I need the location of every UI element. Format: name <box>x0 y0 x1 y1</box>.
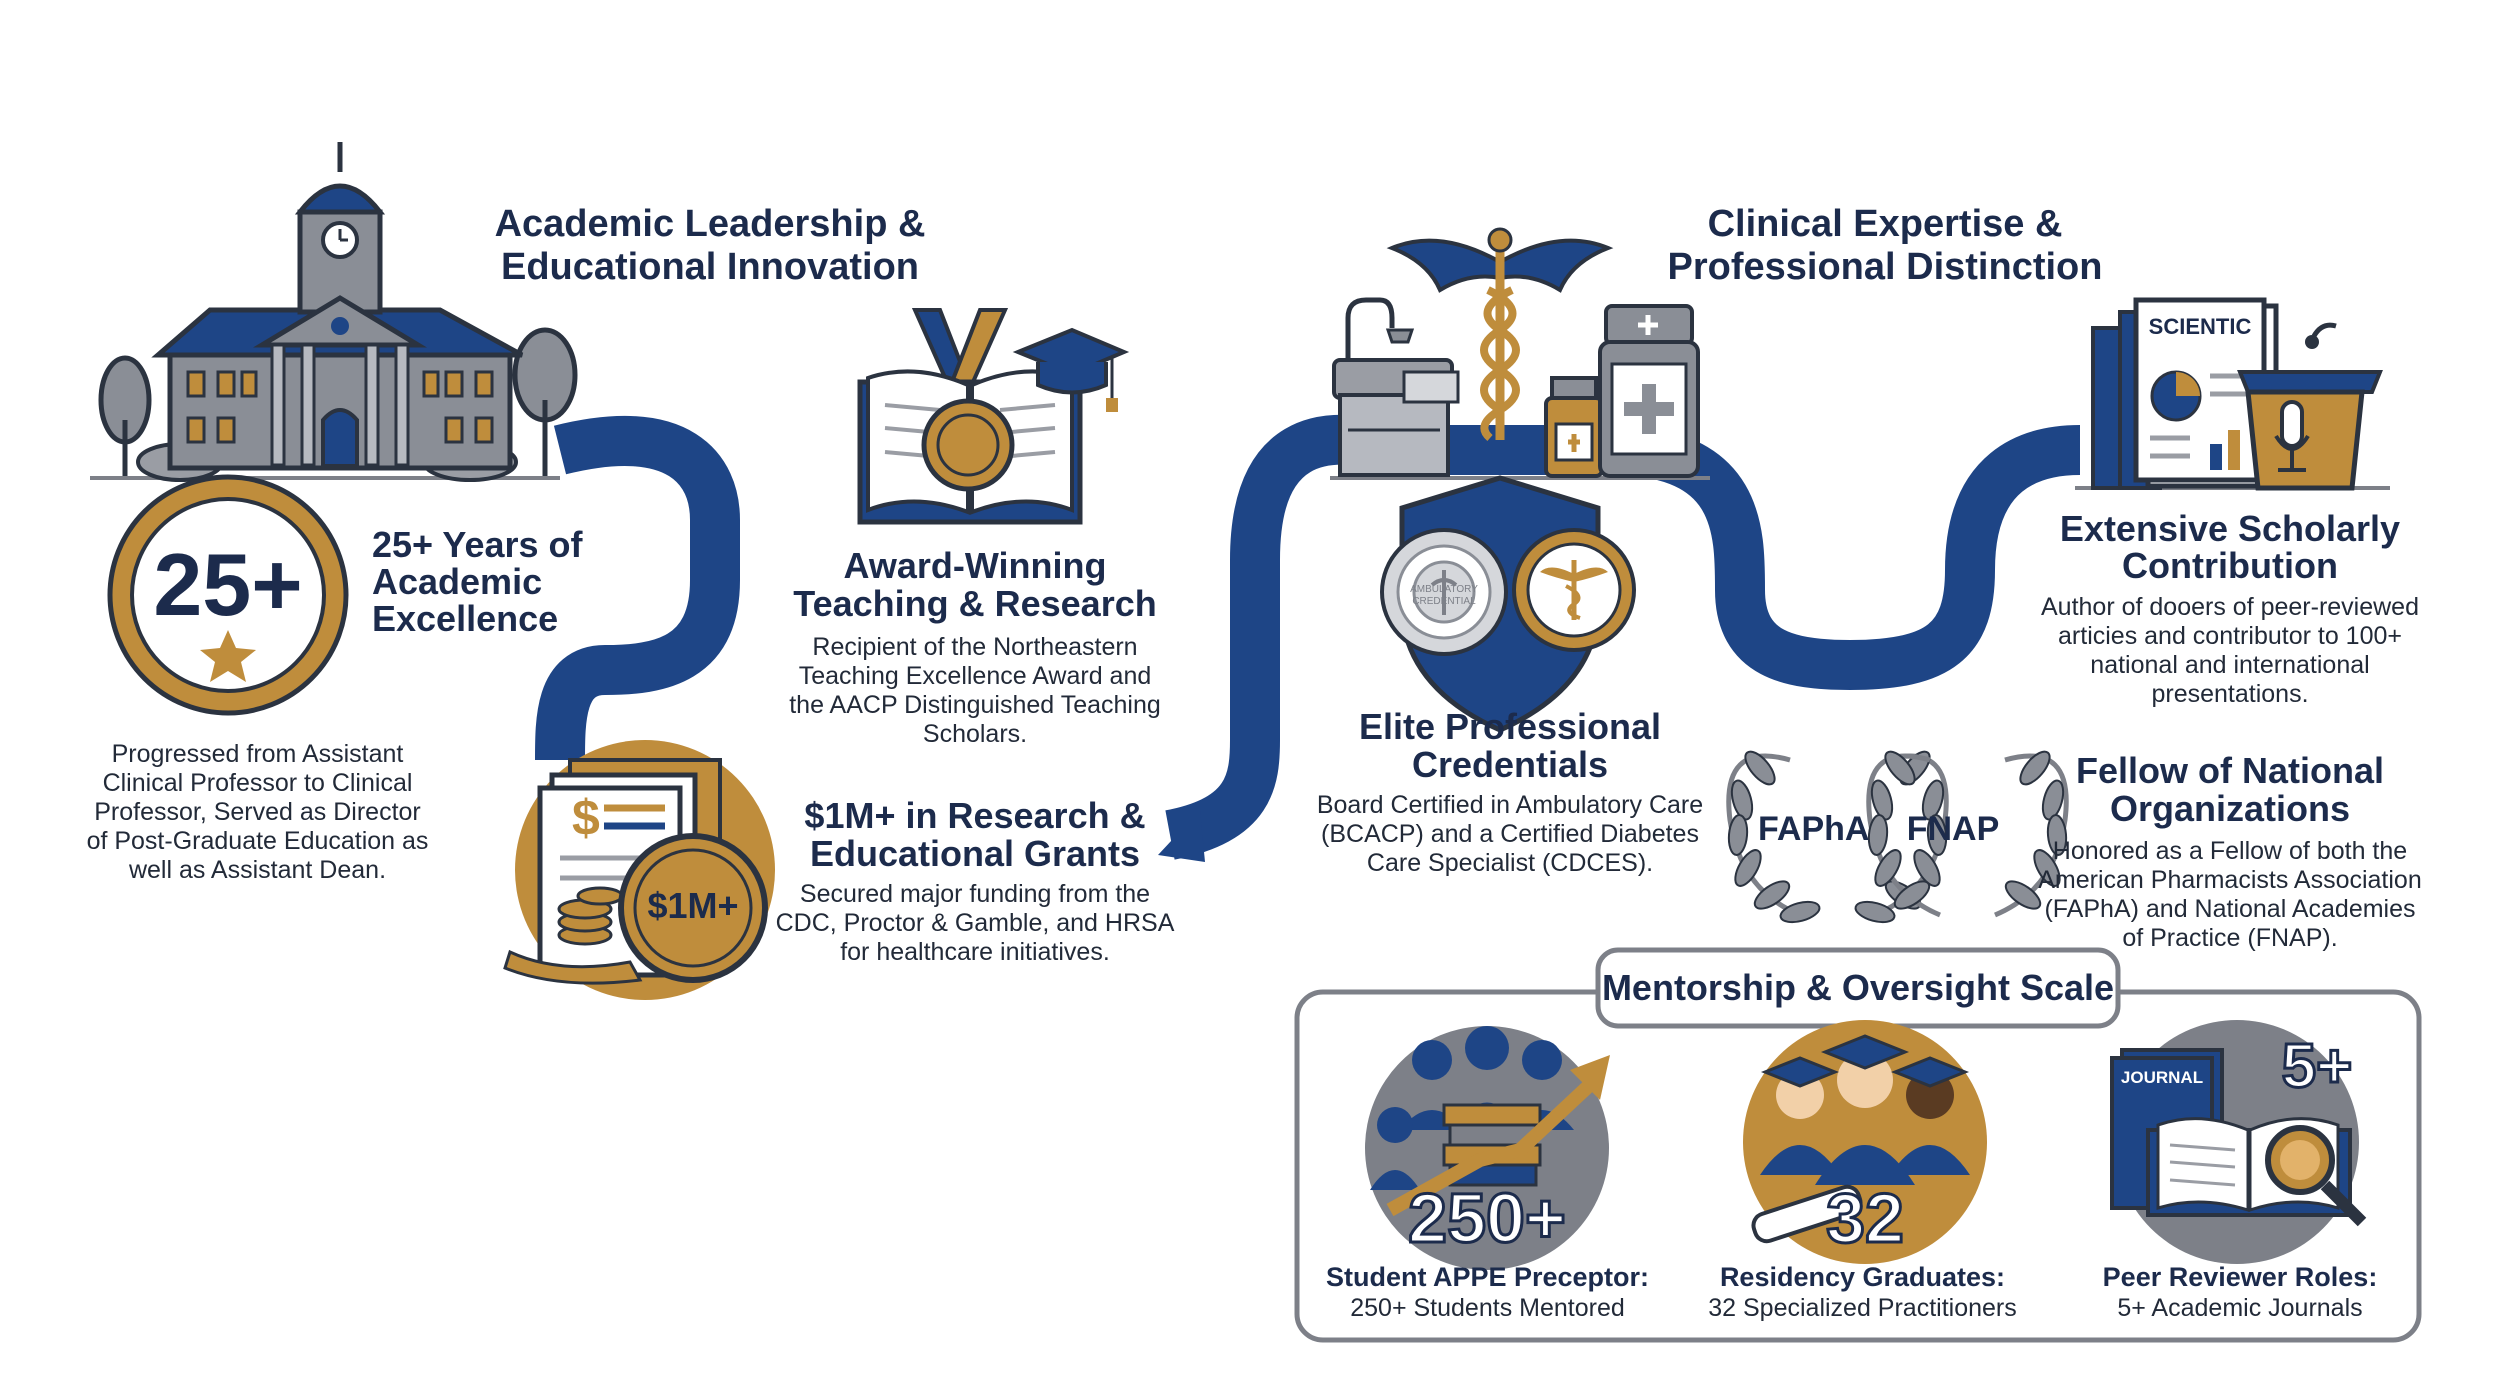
credentials-title-line: Credentials <box>1411 744 1609 785</box>
money-coin-icon: $ <box>503 740 775 1000</box>
scholarly-title-line: Extensive Scholarly <box>2059 508 2401 549</box>
mentorship-item: Residency Graduates: 32 Specialized Prac… <box>1690 1262 2035 1323</box>
scholarly-title-line: Contribution <box>2122 545 2338 586</box>
fellow-title: Fellow of National Organizations <box>2030 752 2430 828</box>
award-desc-line: Scholars. <box>922 720 1028 748</box>
mentorship-item-label: Peer Reviewer Roles: <box>2102 1262 2378 1292</box>
credentials-desc-line: Care Specialist (CDCES). <box>1366 849 1654 877</box>
scholarly-desc-line: presentations. <box>2151 680 2309 708</box>
journal-label: JOURNAL <box>2120 1068 2204 1087</box>
credential-seal-text: AMBULATORY CREDENTIAL <box>1410 584 1478 607</box>
years-description: Progressed from Assistant Clinical Profe… <box>70 740 445 885</box>
fellow-desc-line: of Practice (FNAP). <box>2122 924 2338 952</box>
pharmacy-bottle-icon <box>1330 227 1710 480</box>
grants-title: $1M+ in Research & Educational Grants <box>780 797 1170 873</box>
award-desc-line: Teaching Excellence Award and <box>798 662 1152 690</box>
mentorship-item-label: Residency Graduates: <box>1719 1262 2006 1292</box>
award-title-line: Teaching & Research <box>793 583 1157 624</box>
mentoring-group-icon <box>1365 1026 1610 1270</box>
section-title-line: Professional Distinction <box>1667 246 2103 288</box>
grants-desc-line: for healthcare initiatives. <box>840 938 1110 966</box>
grants-desc-line: Secured major funding from the <box>799 880 1151 908</box>
award-desc-line: Recipient of the Northeastern <box>812 633 1138 661</box>
paper-label: SCIENTIC <box>2148 314 2252 339</box>
award-description: Recipient of the Northeastern Teaching E… <box>760 633 1190 749</box>
section-title-line: Clinical Expertise & <box>1707 203 2063 245</box>
shield-seal-icon <box>1380 475 1636 733</box>
svg-text:$: $ <box>572 790 600 846</box>
award-title: Award-Winning Teaching & Research <box>770 547 1180 623</box>
fellow-title-line: Fellow of National <box>2075 750 2384 791</box>
credentials-title: Elite Professional Credentials <box>1310 708 1710 784</box>
fellow-title-line: Organizations <box>2109 788 2351 829</box>
grants-title-line: Educational Grants <box>809 833 1141 874</box>
years-badge-number: 25+ <box>153 535 303 634</box>
credentials-description: Board Certified in Ambulatory Care (BCAC… <box>1290 791 1730 878</box>
book-medal-icon <box>857 308 1130 525</box>
years-title-line: Excellence <box>372 598 559 639</box>
fellow-desc-line: Honored as a Fellow of both the <box>2052 837 2408 865</box>
years-desc-line: Progressed from Assistant <box>111 740 404 768</box>
award-title-line: Award-Winning <box>843 545 1107 586</box>
fellow-description: Honored as a Fellow of both the American… <box>2010 837 2450 953</box>
credentials-desc-line: Board Certified in Ambulatory Care <box>1316 791 1704 819</box>
grants-description: Secured major funding from the CDC, Proc… <box>770 880 1180 967</box>
fnap-badge: FNAP <box>1906 810 2000 848</box>
mentorship-item: Peer Reviewer Roles: 5+ Academic Journal… <box>2075 1262 2405 1323</box>
section-title-line: Academic Leadership & <box>494 203 926 245</box>
grants-desc-line: CDC, Proctor & Gamble, and HRSA <box>775 909 1175 937</box>
mentorship-title: Mentorship & Oversight Scale <box>1601 967 2115 1008</box>
section-title-academic: Academic Leadership & Educational Innova… <box>420 203 1000 289</box>
credentials-title-line: Elite Professional <box>1358 706 1662 747</box>
preceptor-number: 250+ <box>1407 1179 1568 1258</box>
scholarly-description: Author of dooers of peer-reviewed artici… <box>2010 593 2450 709</box>
journal-magnifier-icon <box>2110 1020 2367 1264</box>
mentorship-item-detail: 250+ Students Mentored <box>1350 1294 1625 1322</box>
reviewer-number: 5+ <box>2280 1031 2354 1103</box>
grant-coin-label: $1M+ <box>647 885 739 926</box>
years-desc-line: of Post-Graduate Education as <box>86 827 429 855</box>
years-badge-icon <box>107 474 349 716</box>
grants-title-line: $1M+ in Research & <box>804 795 1146 836</box>
timeline-road-right <box>1164 414 2081 860</box>
mentorship-item: Student APPE Preceptor: 250+ Students Me… <box>1320 1262 1655 1323</box>
section-title-line: Educational Innovation <box>500 246 920 288</box>
graduation-cap-icon <box>1743 1020 1987 1264</box>
university-building-icon <box>90 142 578 482</box>
years-title: 25+ Years of Academic Excellence <box>372 526 702 637</box>
caduceus-icon <box>1386 227 1614 442</box>
years-desc-line: well as Assistant Dean. <box>128 856 387 884</box>
award-desc-line: the AACP Distinguished Teaching <box>789 691 1161 719</box>
scholarly-title: Extensive Scholarly Contribution <box>2030 510 2430 584</box>
mentorship-item-detail: 5+ Academic Journals <box>2117 1294 2363 1322</box>
fellow-desc-line: American Pharmacists Association <box>2038 866 2422 894</box>
years-title-line: 25+ Years of <box>372 524 583 565</box>
scholarly-desc-line: Author of dooers of peer-reviewed <box>2041 593 2419 621</box>
scholarly-desc-line: national and international <box>2090 651 2370 679</box>
mentorship-item-detail: 32 Specialized Practitioners <box>1708 1294 2017 1322</box>
years-desc-line: Professor, Served as Director <box>94 798 421 826</box>
fapha-badge: FAPhA <box>1758 810 1870 848</box>
podium-icon <box>2237 322 2383 491</box>
residency-number: 32 <box>1825 1179 1906 1258</box>
scholarly-desc-line: articies and contributor to 100+ <box>2058 622 2402 650</box>
section-title-clinical: Clinical Expertise & Professional Distin… <box>1585 203 2185 289</box>
years-desc-line: Clinical Professor to Clinical <box>102 769 413 797</box>
mentorship-item-label: Student APPE Preceptor: <box>1325 1262 1650 1292</box>
credentials-desc-line: (BCACP) and a Certified Diabetes <box>1321 820 1699 848</box>
scientific-paper-icon <box>2075 297 2390 490</box>
road-arrow-tip <box>1158 810 1205 862</box>
laurel-wreath-icon <box>1726 750 2069 924</box>
fellow-desc-line: (FAPhA) and National Academies <box>2044 895 2416 923</box>
years-title-line: Academic <box>372 561 543 602</box>
timeline-road-left <box>535 416 740 761</box>
